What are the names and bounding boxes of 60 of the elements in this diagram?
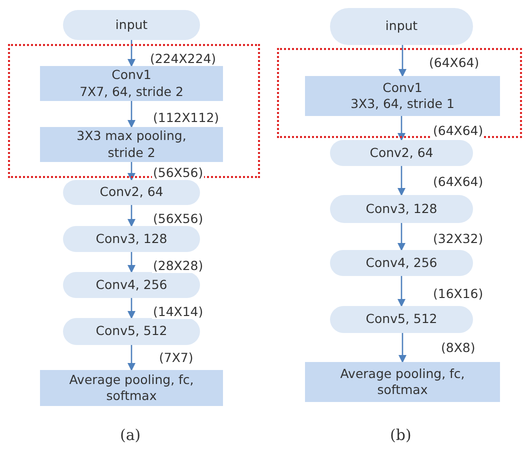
layer-text: Conv5, 512 — [366, 311, 438, 328]
edge-label: (16X16) — [432, 287, 484, 301]
layer-text: Conv2, 64 — [100, 184, 164, 201]
layer-pill — [63, 226, 200, 252]
layer-text: Average pooling, fc, softmax — [68, 372, 195, 404]
arrow — [128, 101, 136, 128]
layer-box — [40, 127, 223, 162]
arrow — [398, 276, 406, 307]
layer-text: input — [115, 16, 148, 34]
arrow — [128, 345, 136, 371]
edge-label: (56X56) — [152, 212, 204, 226]
edge-label: (56X56) — [152, 166, 204, 180]
arrow — [398, 223, 406, 251]
edge-label: (7X7) — [158, 351, 194, 365]
layer-text: Conv4, 256 — [366, 254, 438, 272]
layer-text: Conv4, 256 — [96, 276, 168, 294]
edge-label: (14X14) — [152, 305, 204, 319]
layer-pill — [330, 8, 473, 45]
layer-pill — [330, 140, 473, 166]
layer-text: input — [385, 18, 418, 35]
arrow — [398, 116, 406, 141]
layer-text: 7X7, 64, stride 2 — [80, 84, 184, 100]
layer-pill — [63, 10, 200, 40]
arrow — [128, 252, 136, 273]
edge-label: (64X64) — [432, 124, 484, 138]
arrow — [128, 298, 136, 319]
layer-text: Conv3, 128 — [96, 230, 168, 248]
layer-text: Conv5, 512 — [96, 323, 168, 340]
edge-label: (64X64) — [432, 175, 484, 189]
edge-label: (64X64) — [428, 56, 480, 70]
edge-label: (112X112) — [152, 111, 220, 125]
layer-pill — [330, 306, 473, 333]
arrow — [398, 333, 406, 363]
layer-text: 3X3, 64, stride 1 — [350, 96, 454, 112]
layer-pill — [330, 250, 473, 276]
arrow — [128, 205, 136, 227]
layer-box — [40, 370, 223, 406]
layer-text: Conv1 — [382, 80, 422, 96]
layer-text: Conv3, 128 — [366, 200, 438, 218]
edge-label: (32X32) — [432, 232, 484, 246]
layer-box — [40, 66, 223, 101]
arrow — [398, 45, 406, 77]
layer-text: 3X3 max pooling, stride 2 — [76, 128, 188, 161]
arrow — [128, 40, 136, 67]
layer-pill — [63, 180, 200, 205]
arrow — [398, 166, 406, 196]
layer-pill — [330, 195, 473, 223]
arrow — [128, 162, 136, 181]
panel-caption: (b) — [390, 426, 412, 444]
layer-pill — [63, 318, 200, 345]
layer-pill — [63, 272, 200, 298]
layer-box — [305, 76, 500, 116]
panel-caption: (a) — [120, 426, 141, 444]
layer-text: Conv1 — [112, 67, 152, 84]
edge-label: (224X224) — [149, 52, 218, 66]
layer-text: Average pooling, fc, softmax — [339, 366, 466, 398]
edge-label: (28X28) — [152, 259, 204, 273]
layer-box — [305, 362, 500, 402]
edge-label: (8X8) — [440, 341, 476, 355]
layer-text: Conv2, 64 — [370, 144, 434, 162]
